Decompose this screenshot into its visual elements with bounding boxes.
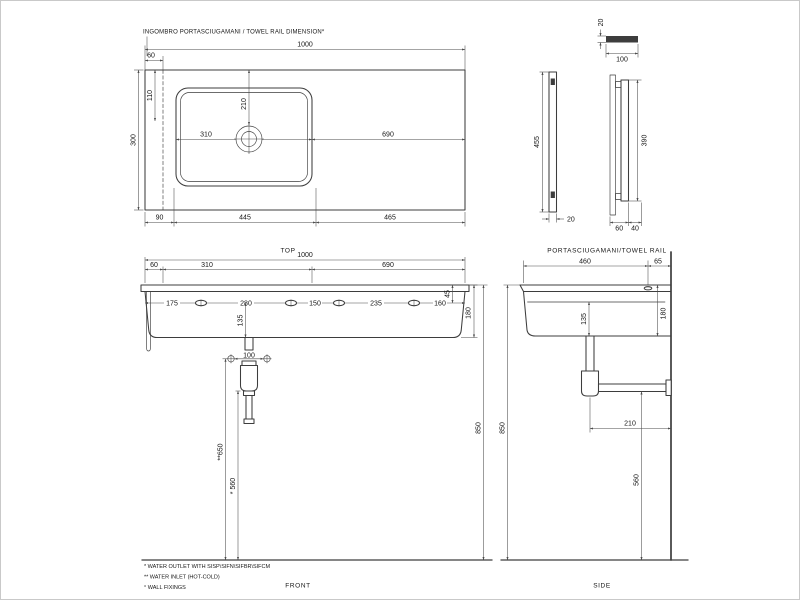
towel-rail-detail: 20 100 455 20 390 60 40 PORTASCIUGAMANI/… (534, 19, 666, 255)
trap-flange (241, 360, 257, 367)
trap-bottle (239, 364, 259, 392)
trap-nut (242, 390, 256, 397)
front-dim-175: 175 (166, 301, 178, 308)
rail-view-caption: PORTASCIUGAMANI/TOWEL RAIL (547, 248, 666, 255)
top-dim-110: 110 (147, 90, 154, 101)
side-trap (580, 335, 672, 397)
front-slab (140, 284, 470, 293)
counter-top-outline (144, 69, 466, 211)
front-dim-135: 135 (238, 315, 245, 327)
front-view-caption: FRONT (285, 583, 310, 590)
footnote-wall-fixings: ° WALL FIXINGS (144, 585, 186, 591)
front-dim-560: * 560 (230, 478, 237, 494)
side-dim-180: 180 (661, 308, 668, 320)
front-dim-690: 690 (382, 262, 394, 269)
side-trap-wall-flange (665, 379, 672, 397)
front-dim-45: 45 (445, 290, 452, 298)
front-dim-650: **650 (218, 443, 225, 460)
top-dim-210: 210 (241, 98, 248, 110)
rail-dimension-lines (539, 29, 642, 226)
basin-inner-outline (180, 92, 308, 182)
rail-section-top (606, 36, 638, 43)
front-dim-850: 850 (476, 422, 483, 434)
side-trap-horizontal-pipe (597, 383, 667, 393)
rail-dim-100: 100 (616, 57, 628, 64)
rail-dim-455: 455 (534, 136, 541, 148)
side-dim-850: 850 (500, 422, 507, 434)
top-dim-60: 60 (147, 53, 155, 60)
side-dim-65: 65 (654, 259, 662, 266)
side-dim-135: 135 (581, 313, 588, 325)
rail-dim-390: 390 (642, 135, 649, 147)
front-dimension-lines-bottom (222, 284, 488, 560)
front-dim-150: 150 (309, 301, 321, 308)
top-dim-465: 465 (384, 215, 396, 222)
rail-bracket-bottom (615, 193, 622, 200)
rail-wall-plate (609, 74, 616, 216)
trap-tailpipe (244, 336, 254, 351)
side-faucet-hole (643, 286, 653, 291)
top-view-caption: TOP (280, 248, 295, 255)
rail-bar-side (620, 79, 630, 202)
top-dim-310: 310 (200, 132, 212, 139)
front-view: 1000 60 310 690 175 280 150 235 (140, 252, 493, 591)
front-dim-100: 100 (243, 353, 255, 360)
front-dim-280: 280 (240, 301, 252, 308)
rail-fixing-bottom (550, 191, 555, 198)
top-dim-690: 690 (382, 132, 394, 139)
side-view-caption: SIDE (593, 583, 611, 590)
top-dim-1000: 1000 (297, 42, 313, 49)
top-view: INGOMBRO PORTASCIUGAMANI / TOWEL RAIL DI… (131, 30, 466, 255)
front-dimension-lines-top (144, 257, 466, 283)
rail-dim-40: 40 (631, 226, 639, 233)
top-dim-300: 300 (131, 134, 138, 146)
front-dim-180: 180 (466, 307, 473, 319)
rail-front-profile (548, 71, 558, 213)
front-dim-235: 235 (370, 301, 382, 308)
side-dim-210: 210 (624, 421, 636, 428)
top-view-outline (144, 69, 466, 211)
front-dim-1000: 1000 (297, 252, 313, 259)
front-trap (239, 336, 259, 425)
footnote-water-outlet: * WATER OUTLET WITH SISP\SIFN\SIFBR\SIFC… (144, 564, 271, 570)
front-dim-310: 310 (201, 262, 213, 269)
front-apron (144, 290, 466, 339)
top-view-dimension-lines (134, 45, 466, 227)
front-towel-rail (146, 291, 151, 352)
rail-dim-20-bottom: 20 (567, 217, 575, 224)
side-dim-560: 560 (634, 474, 641, 486)
top-dim-90: 90 (156, 215, 164, 222)
basin-outline (175, 87, 313, 187)
top-dim-445: 445 (239, 215, 251, 222)
trap-outlet-pipe (245, 394, 253, 420)
side-trap-bottle (580, 370, 600, 397)
side-dimension-lines (503, 260, 671, 560)
rail-bracket-top (615, 81, 622, 88)
rail-fixing-top (550, 78, 555, 85)
side-dim-460: 460 (579, 259, 591, 266)
front-hole-dimensions (145, 299, 465, 307)
front-basin-outline (140, 284, 470, 352)
footnote-water-inlet: ** WATER INLET (HOT-COLD) (144, 575, 220, 581)
side-trap-tailpipe (585, 335, 595, 372)
side-basin-outline (519, 284, 672, 337)
front-dim-160: 160 (434, 301, 446, 308)
side-view: 460 65 135 180 210 560 850 SIDE (500, 251, 689, 590)
trap-outlet-end (243, 418, 255, 425)
front-wall-fixings (226, 350, 272, 364)
front-dim-60: 60 (150, 262, 158, 269)
rail-dim-60: 60 (615, 226, 623, 233)
side-apron (522, 290, 672, 337)
drawing-title: INGOMBRO PORTASCIUGAMANI / TOWEL RAIL DI… (143, 30, 325, 36)
rail-dim-20-top: 20 (598, 19, 605, 27)
